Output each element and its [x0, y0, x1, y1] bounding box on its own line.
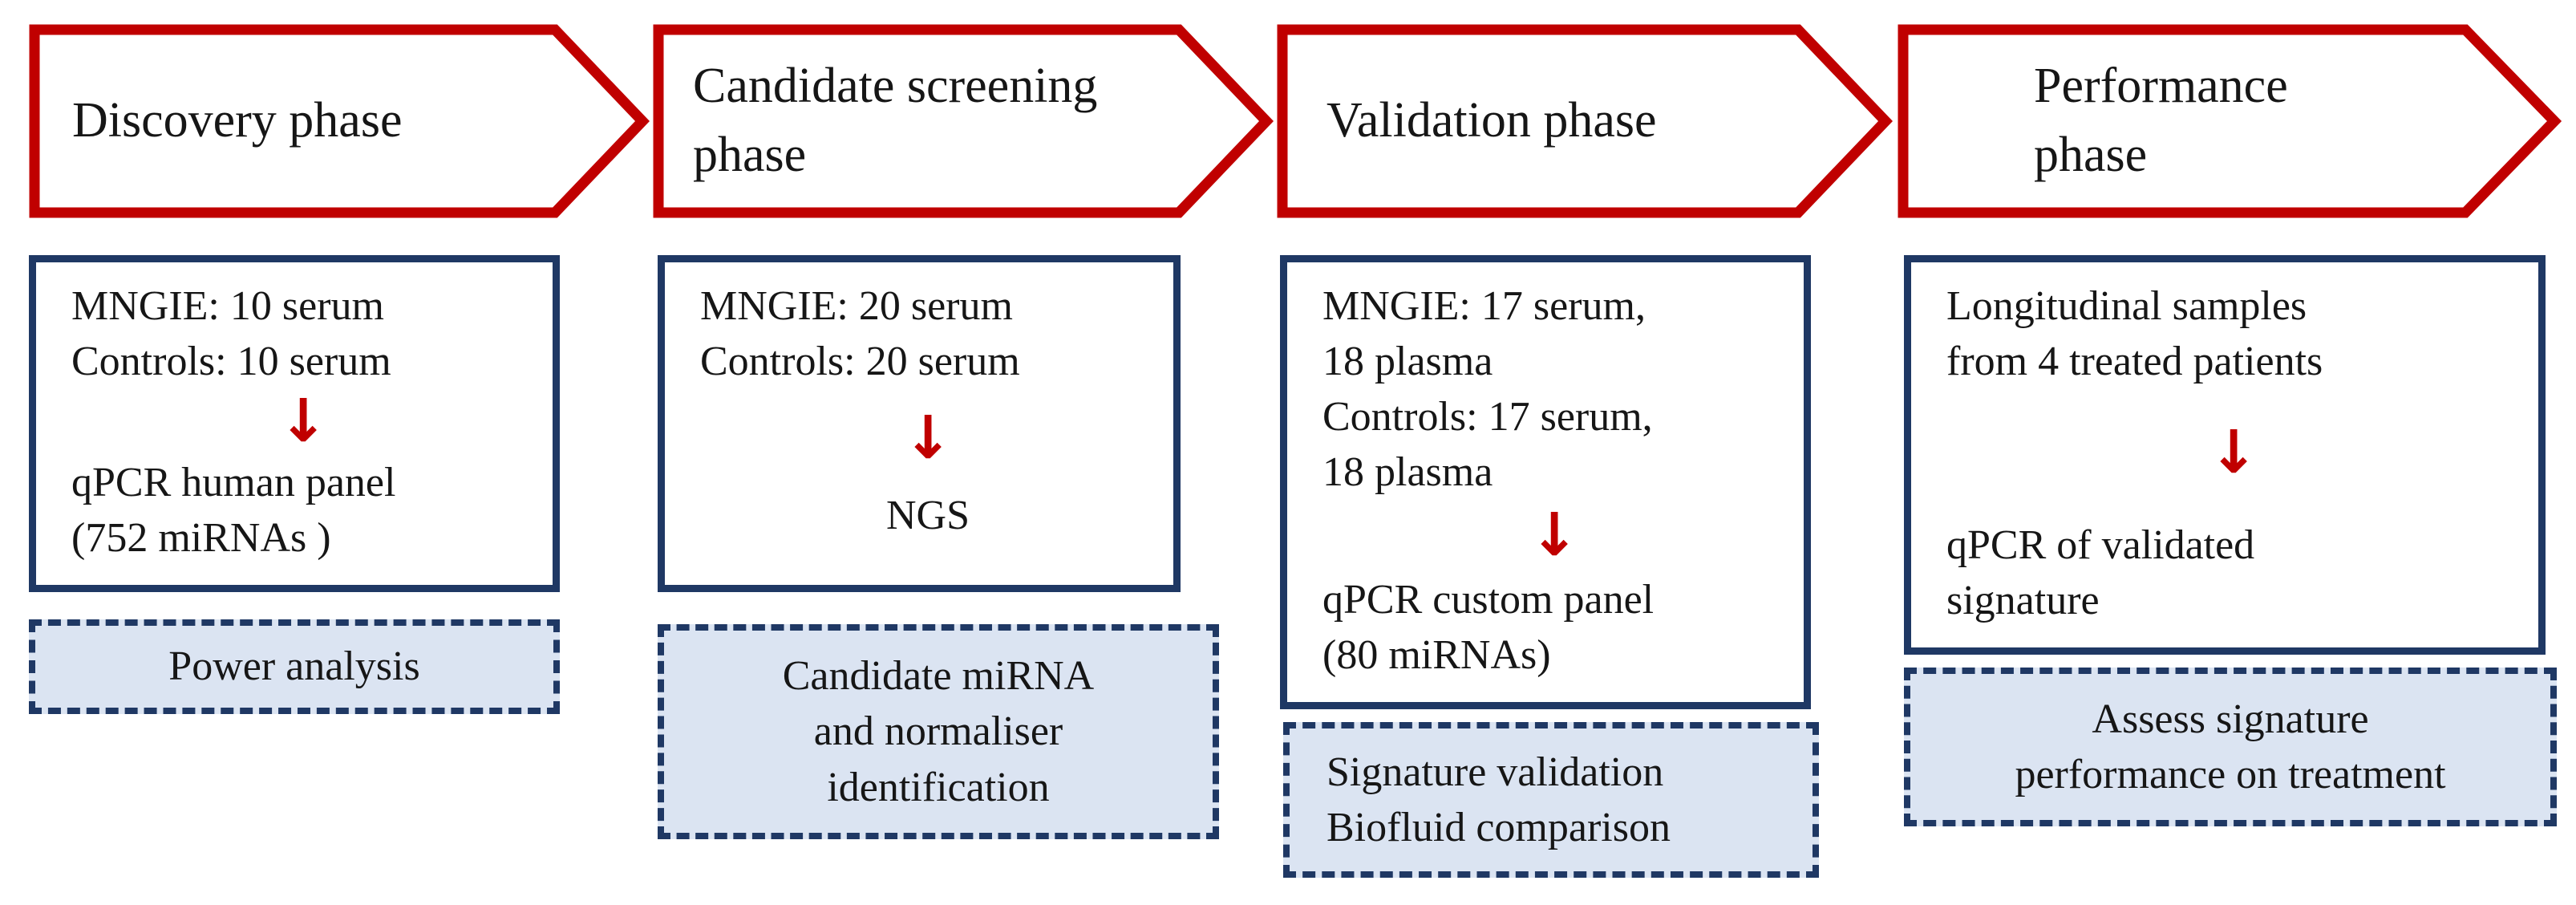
down-arrow-icon: ↓ — [1529, 501, 1579, 570]
samples-text: Longitudinal samples from 4 treated pati… — [1946, 283, 2323, 385]
phase-title: Candidate screening phase — [693, 59, 1098, 182]
phase-header-arrow: Validation phase — [1277, 24, 1893, 218]
method-text: NGS — [885, 492, 970, 538]
samples-box: Longitudinal samples from 4 treated pati… — [1904, 255, 2546, 655]
note-text: Power analysis — [168, 643, 420, 690]
samples-box: MNGIE: 17 serum, 18 plasma Controls: 17 … — [1280, 255, 1811, 709]
down-arrow-icon: ↓ — [2208, 418, 2258, 488]
note-text: Candidate miRNA and normaliser identific… — [782, 653, 1095, 810]
note-text: Assess signature performance on treatmen… — [2015, 696, 2446, 797]
analysis-note-box: Power analysis — [29, 619, 560, 714]
analysis-note-box: Signature validation Biofluid comparison — [1283, 722, 1819, 878]
phase-title: Validation phase — [1326, 93, 1657, 148]
chevron-arrow-shape — [1898, 24, 2562, 218]
samples-text: MNGIE: 17 serum, 18 plasma Controls: 17 … — [1322, 283, 1653, 496]
samples-text: MNGIE: 10 serum Controls: 10 serum — [71, 283, 391, 385]
phase-header-arrow: Performance phase — [1898, 24, 2562, 218]
method-text: qPCR of validated signature — [1946, 521, 2255, 623]
phase-title: Performance phase — [2034, 59, 2288, 182]
chevron-arrow-shape — [29, 24, 650, 218]
samples-box: MNGIE: 10 serum Controls: 10 serum ↓ qPC… — [29, 255, 560, 592]
down-arrow-icon: ↓ — [277, 387, 328, 457]
chevron-arrow-shape — [1277, 24, 1893, 218]
method-text: qPCR human panel (752 miRNAs ) — [71, 459, 396, 561]
samples-text: MNGIE: 20 serum Controls: 20 serum — [700, 283, 1020, 385]
phase-header-arrow: Candidate screening phase — [653, 24, 1274, 218]
chevron-arrow-shape — [653, 24, 1274, 218]
phase-header-arrow: Discovery phase — [29, 24, 650, 218]
analysis-note-box: Assess signature performance on treatmen… — [1904, 668, 2557, 826]
down-arrow-icon: ↓ — [902, 403, 953, 473]
phase-title: Discovery phase — [72, 93, 403, 148]
samples-box: MNGIE: 20 serum Controls: 20 serum ↓ NGS — [658, 255, 1181, 592]
method-text: qPCR custom panel (80 miRNAs) — [1322, 576, 1655, 678]
note-text: Signature validation Biofluid comparison — [1326, 749, 1671, 850]
analysis-note-box: Candidate miRNA and normaliser identific… — [658, 624, 1219, 839]
